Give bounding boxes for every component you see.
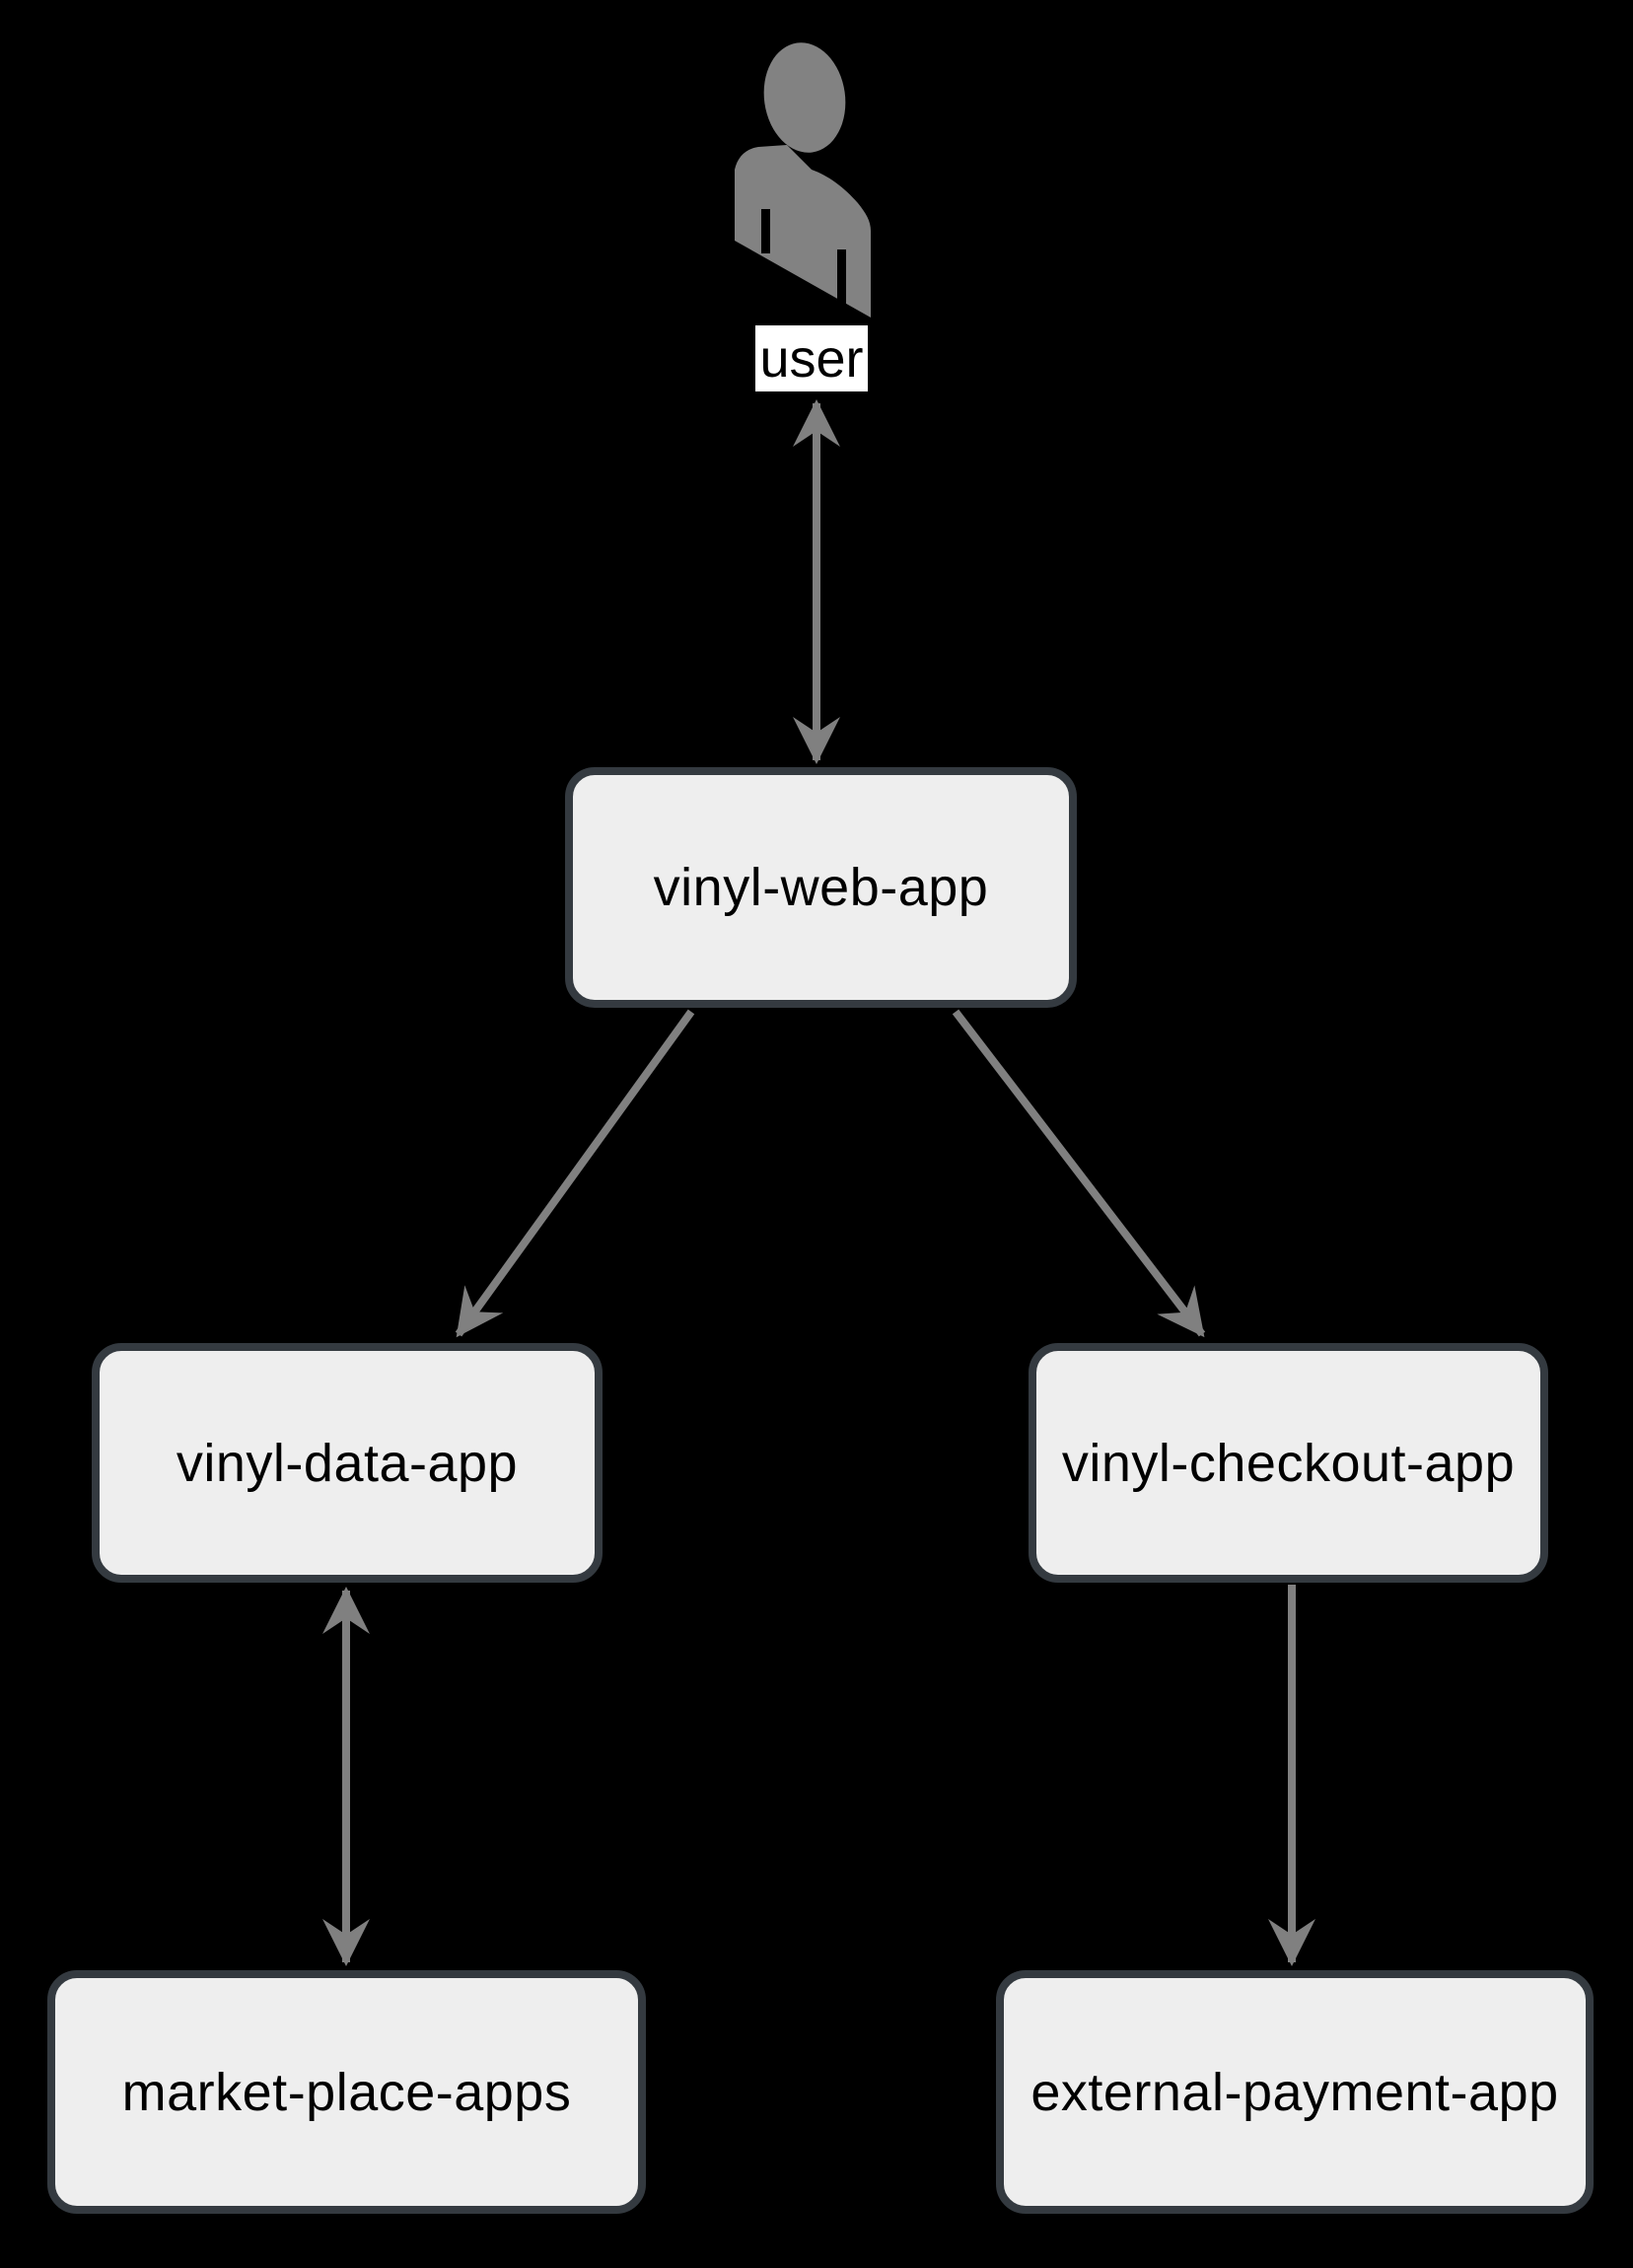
node-external-payment-app: external-payment-app [996,1970,1594,2214]
node-vinyl-web-app-label: vinyl-web-app [653,858,989,917]
node-external-payment-app-label: external-payment-app [1030,2062,1559,2122]
node-vinyl-checkout-app-label: vinyl-checkout-app [1061,1433,1516,1493]
edge-vinyl-web-app-vinyl-data-app [455,1009,695,1338]
node-market-place-apps-label: market-place-apps [121,2062,572,2122]
edge-vinyl-web-app-vinyl-checkout-app [952,1009,1206,1338]
node-vinyl-web-app: vinyl-web-app [565,767,1077,1008]
node-market-place-apps: market-place-apps [47,1970,646,2214]
user-label-text: user [759,328,864,389]
node-vinyl-data-app: vinyl-data-app [92,1343,603,1583]
node-vinyl-checkout-app: vinyl-checkout-app [1029,1343,1548,1583]
node-vinyl-data-app-label: vinyl-data-app [176,1433,519,1493]
person-silhouette-icon [735,42,871,318]
node-user-label: user [755,325,868,391]
